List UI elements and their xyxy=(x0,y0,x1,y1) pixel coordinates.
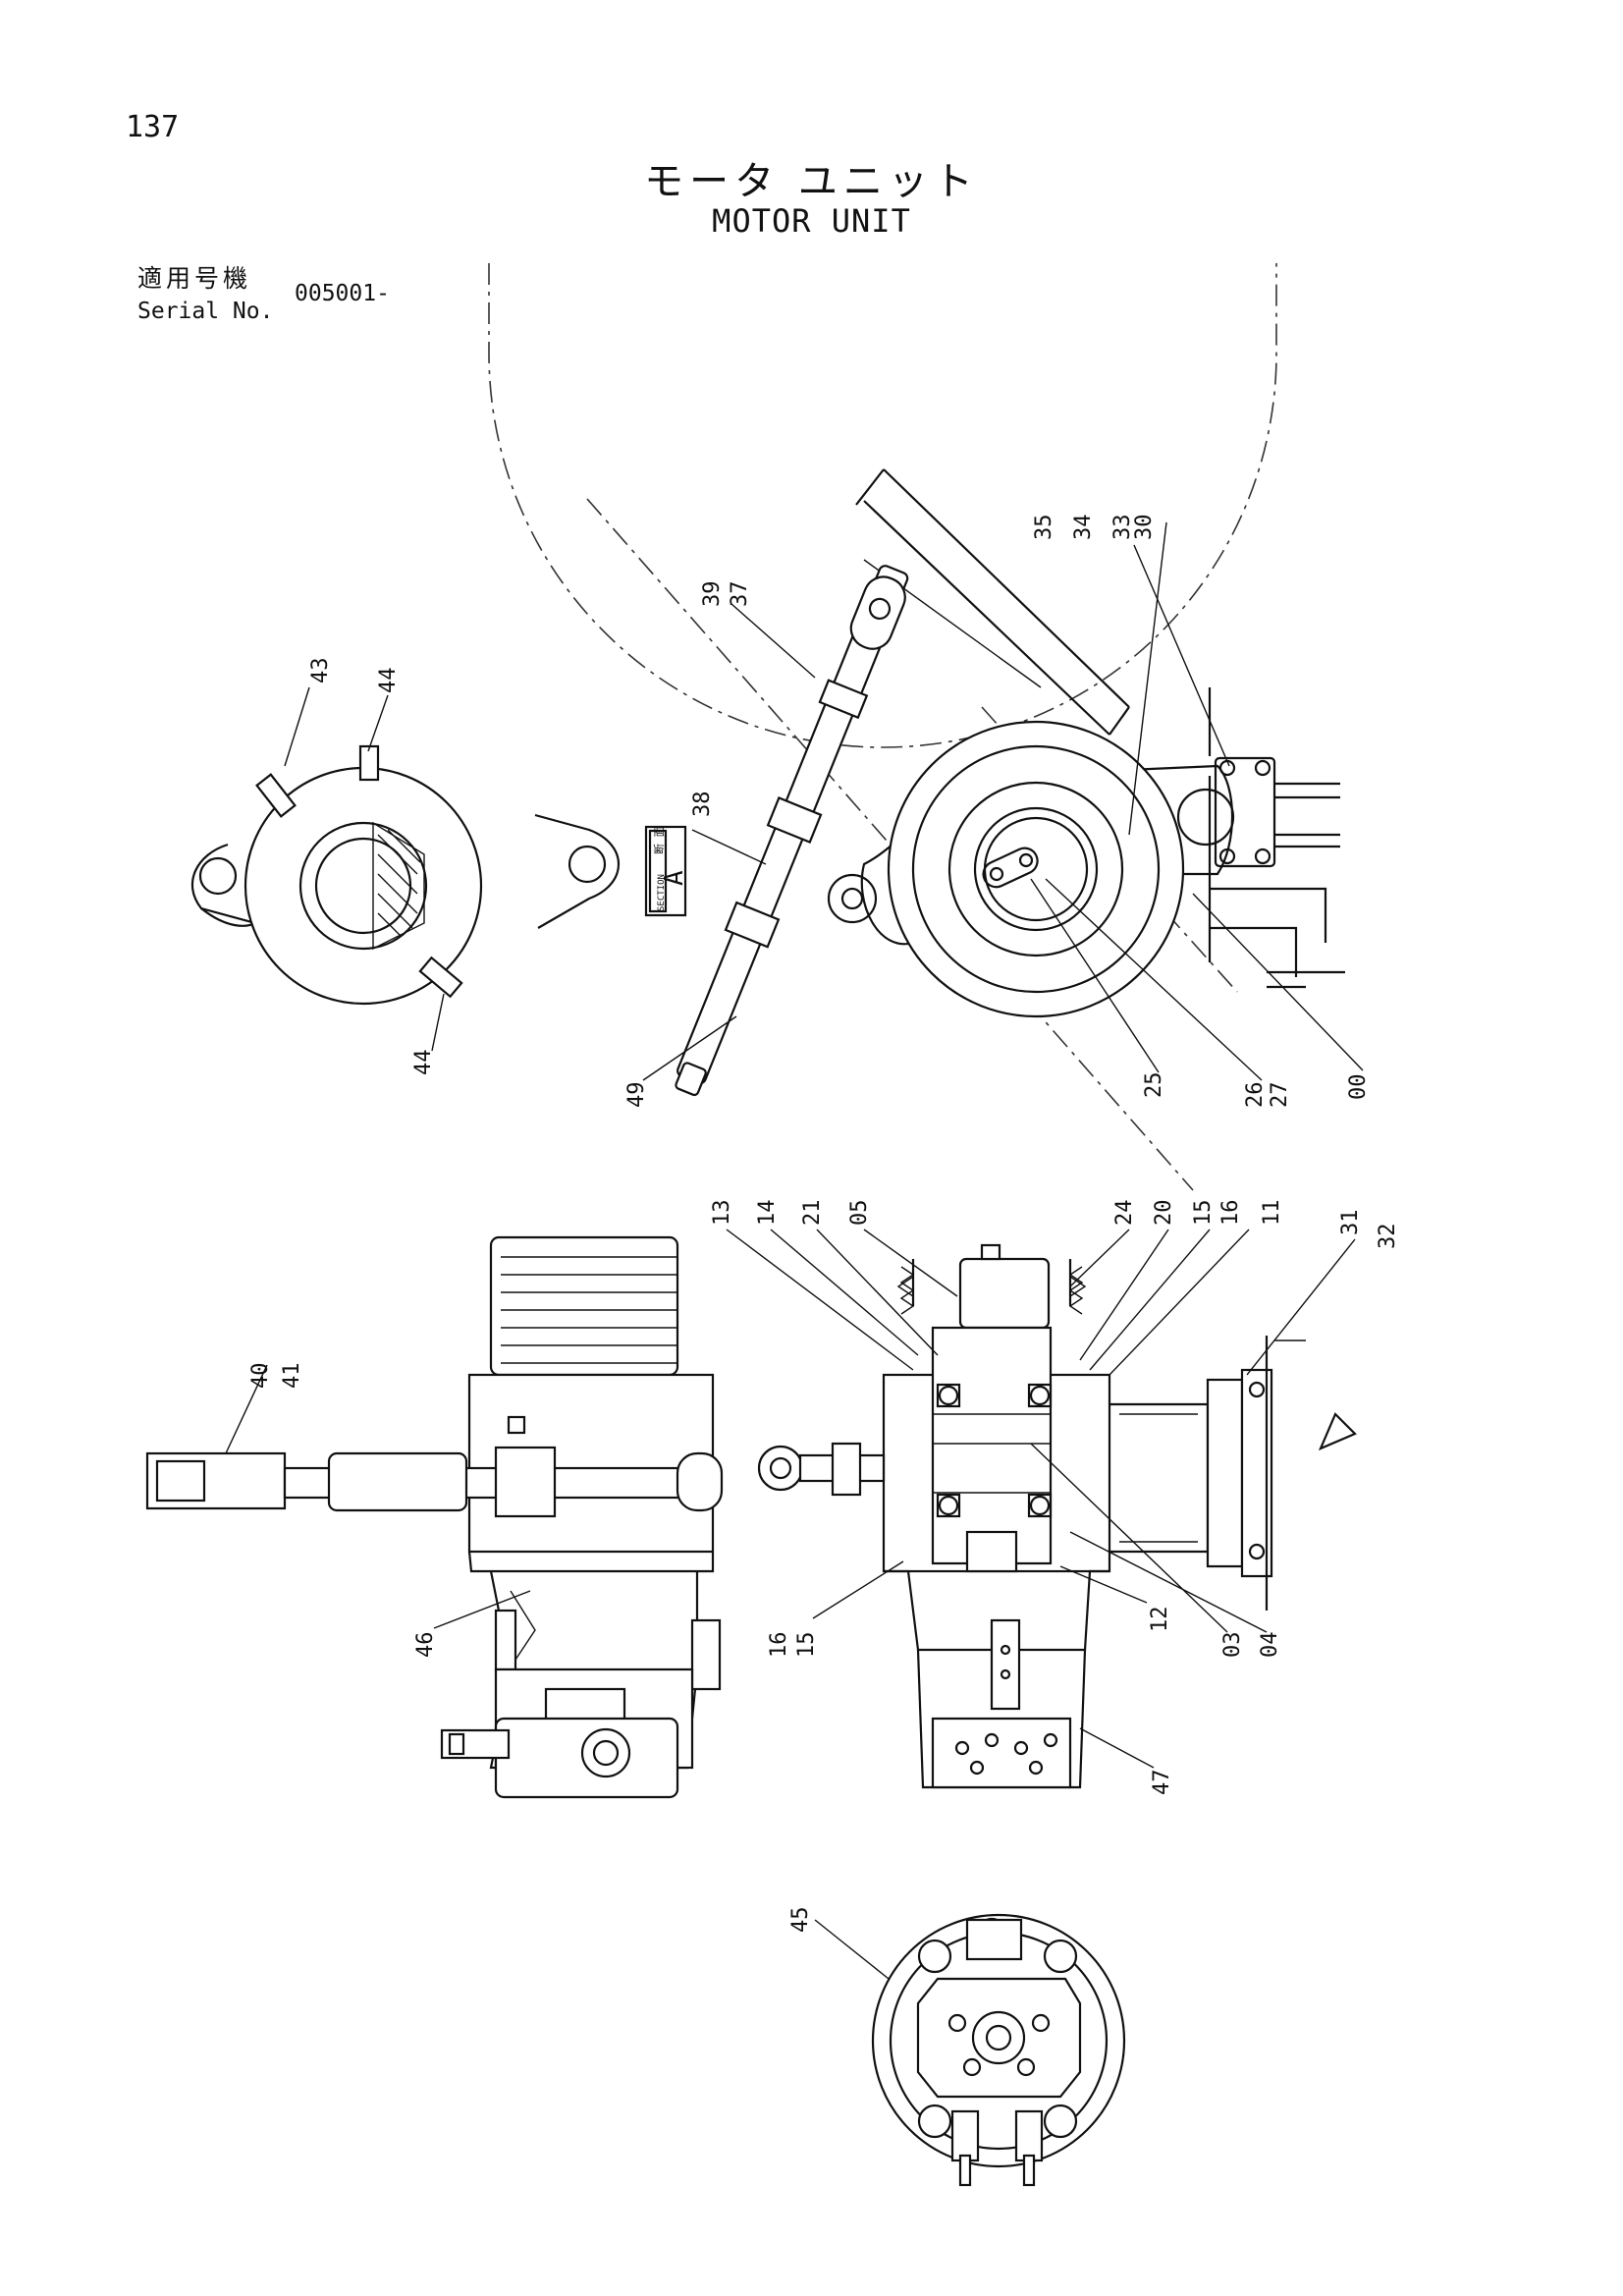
callout-35: 35 xyxy=(1032,515,1056,541)
callout-20: 20 xyxy=(1152,1200,1176,1227)
section-label-english: SECTION xyxy=(657,874,667,911)
callout-37: 37 xyxy=(728,581,752,608)
title-english: MOTOR UNIT xyxy=(712,202,911,240)
callout-16-bottom: 16 xyxy=(767,1632,791,1659)
callout-44-top: 44 xyxy=(376,668,401,694)
callout-27: 27 xyxy=(1268,1082,1292,1109)
cross-section-view xyxy=(757,1243,1357,1789)
callout-14: 14 xyxy=(755,1200,780,1227)
callout-12: 12 xyxy=(1148,1607,1172,1633)
page-number: 137 xyxy=(126,110,180,144)
callout-38: 38 xyxy=(690,792,715,818)
callout-16-top: 16 xyxy=(1218,1200,1243,1227)
callout-15-top: 15 xyxy=(1191,1200,1216,1227)
callout-13: 13 xyxy=(710,1200,734,1227)
callout-31: 31 xyxy=(1338,1210,1363,1236)
callout-41: 41 xyxy=(280,1363,304,1390)
top-view xyxy=(488,263,1345,1191)
callout-21: 21 xyxy=(800,1200,825,1227)
serial-label-japanese: 適用号機 xyxy=(137,264,252,293)
callout-39: 39 xyxy=(700,581,725,608)
callout-45: 45 xyxy=(788,1907,813,1934)
leader-lines xyxy=(225,521,1364,1980)
callout-44-bottom: 44 xyxy=(411,1050,436,1076)
callout-00: 00 xyxy=(1346,1074,1371,1101)
callout-24: 24 xyxy=(1112,1200,1137,1227)
callout-05: 05 xyxy=(847,1200,872,1227)
callout-32: 32 xyxy=(1376,1224,1400,1250)
section-a-view: 断 面 SECTION A xyxy=(190,744,689,1006)
callout-34: 34 xyxy=(1071,515,1096,541)
callout-33: 33 xyxy=(1110,515,1135,541)
callout-25: 25 xyxy=(1142,1072,1166,1099)
callout-43: 43 xyxy=(308,658,333,684)
callout-15-bottom: 15 xyxy=(794,1632,819,1659)
serial-label-english: Serial No. xyxy=(137,299,274,324)
serial-value: 005001- xyxy=(295,281,390,306)
side-view xyxy=(145,1235,724,1799)
title-japanese: モータ ユニット xyxy=(644,159,979,204)
section-label-letter: A xyxy=(660,870,689,886)
callout-49: 49 xyxy=(624,1082,649,1109)
callout-26: 26 xyxy=(1243,1082,1268,1109)
bottom-view xyxy=(871,1913,1126,2187)
callout-47: 47 xyxy=(1150,1770,1174,1796)
callout-labels: 35 34 33 30 39 37 43 44 44 38 49 25 26 2… xyxy=(248,515,1400,1934)
callout-30: 30 xyxy=(1132,515,1157,541)
section-label-japanese: 断 面 xyxy=(652,826,666,854)
callout-03: 03 xyxy=(1220,1632,1245,1659)
callout-40: 40 xyxy=(248,1363,273,1390)
callout-04: 04 xyxy=(1258,1632,1282,1659)
callout-46: 46 xyxy=(413,1632,438,1659)
callout-11: 11 xyxy=(1260,1200,1284,1227)
